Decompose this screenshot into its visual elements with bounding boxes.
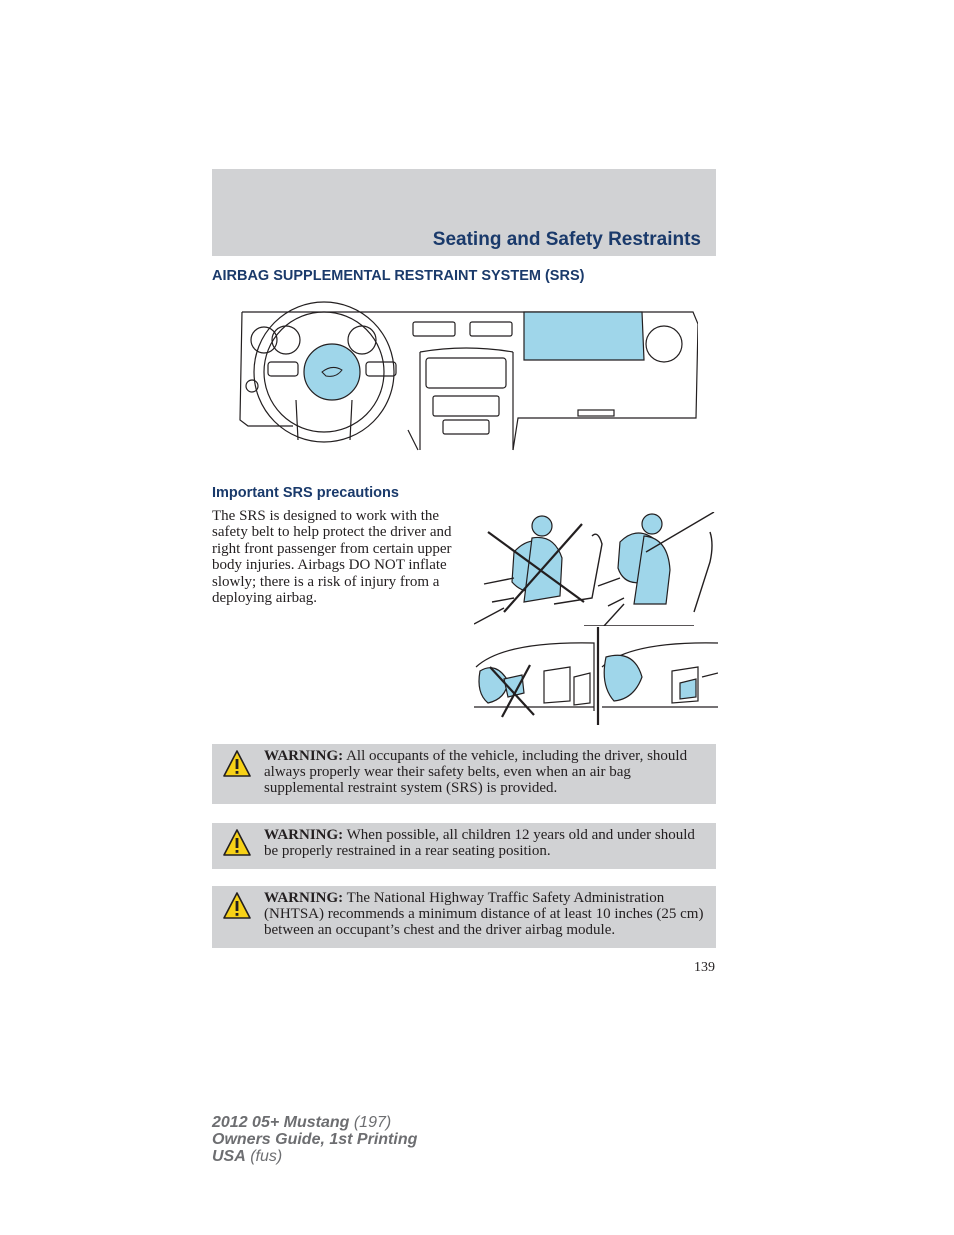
warning-triangle-icon bbox=[223, 829, 251, 856]
warning-box-safety-belts: WARNING: All occupants of the vehicle, i… bbox=[212, 744, 716, 804]
warning-triangle-icon bbox=[223, 750, 251, 777]
dashboard-airbag-illustration bbox=[239, 301, 698, 451]
precautions-heading: Important SRS precautions bbox=[212, 485, 399, 501]
footer-line-model: 2012 05+ Mustang (197) bbox=[212, 1114, 417, 1131]
occupant-position-illustration bbox=[474, 512, 715, 626]
warning-box-nhtsa-distance: WARNING: The National Highway Traffic Sa… bbox=[212, 886, 716, 948]
footer-model-code: (197) bbox=[349, 1114, 392, 1131]
child-seat-position-illustration bbox=[474, 627, 718, 725]
footer-line-region: USA (fus) bbox=[212, 1148, 417, 1165]
precautions-body: The SRS is designed to work with the saf… bbox=[212, 508, 452, 607]
page-number: 139 bbox=[694, 960, 715, 975]
footer-guide: Owners Guide, 1st Printing bbox=[212, 1131, 418, 1148]
footer-line-guide: Owners Guide, 1st Printing bbox=[212, 1131, 417, 1148]
warning-text: When possible, all children 12 years old… bbox=[264, 827, 695, 860]
footer-region-code: (fus) bbox=[245, 1148, 283, 1165]
warning-box-children: WARNING: When possible, all children 12 … bbox=[212, 823, 716, 869]
warning-triangle-icon bbox=[223, 892, 251, 919]
section-header-band: Seating and Safety Restraints bbox=[212, 169, 716, 256]
warning-text: The National Highway Traffic Safety Admi… bbox=[264, 890, 704, 939]
warning-text: All occupants of the vehicle, including … bbox=[264, 748, 688, 797]
warning-label: WARNING: bbox=[264, 890, 344, 906]
section-title: Seating and Safety Restraints bbox=[432, 229, 701, 250]
footer-region: USA bbox=[212, 1148, 246, 1165]
document-footer: 2012 05+ Mustang (197) Owners Guide, 1st… bbox=[212, 1114, 417, 1165]
page-title: AIRBAG SUPPLEMENTAL RESTRAINT SYSTEM (SR… bbox=[212, 268, 585, 284]
warning-label: WARNING: bbox=[264, 748, 344, 764]
footer-model: 2012 05+ Mustang bbox=[212, 1114, 350, 1131]
warning-label: WARNING: bbox=[264, 827, 344, 843]
